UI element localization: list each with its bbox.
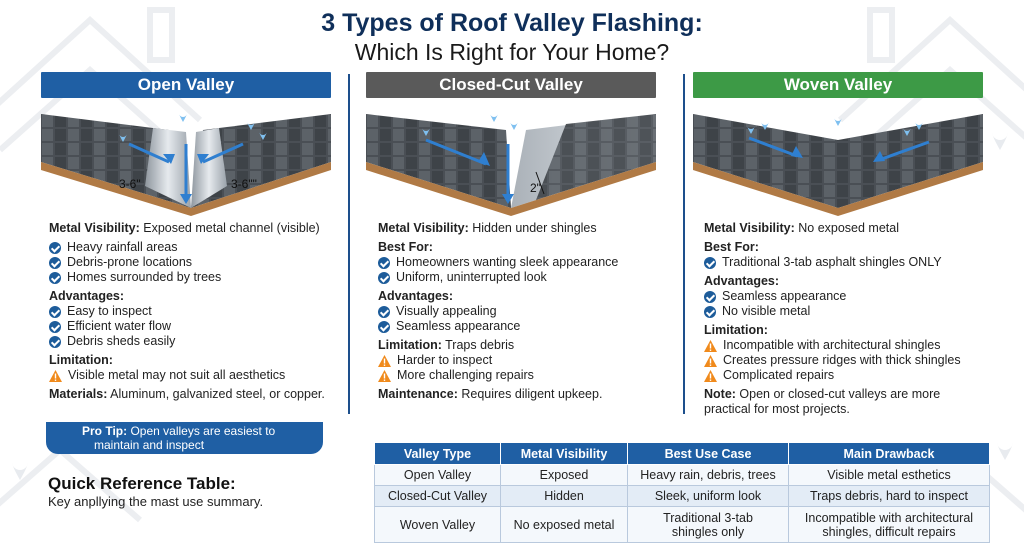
table-cell: Traditional 3-tab shingles only xyxy=(627,506,789,543)
open-valley-dim-left: 3-6" xyxy=(119,177,141,191)
warning-icon xyxy=(378,354,391,367)
list-item: Efficient water flow xyxy=(49,319,331,334)
check-icon xyxy=(378,271,390,284)
list-item: Homes surrounded by trees xyxy=(49,270,331,285)
closed-maintenance: Maintenance: Requires diligent upkeep. xyxy=(378,387,603,401)
table-cell: Exposed xyxy=(500,464,628,486)
woven-note: Note: Open or closed-cut valleys are mor… xyxy=(704,387,941,401)
table-header-cell: Best Use Case xyxy=(627,442,789,465)
list-item: Harder to inspect xyxy=(378,353,656,368)
warning-icon xyxy=(704,369,717,382)
check-icon xyxy=(49,256,61,269)
open-limitation-label: Limitation: xyxy=(49,353,113,367)
list-item: Creates pressure ridges with thick shing… xyxy=(704,353,983,368)
table-row: Closed-Cut Valley Hidden Sleek, uniform … xyxy=(374,485,990,507)
quick-reference-title: Quick Reference Table: xyxy=(48,474,236,493)
woven-valley-column: Woven Valley Metal Visibility: No expose… xyxy=(693,72,983,417)
list-item: Debris sheds easily xyxy=(49,334,331,349)
open-valley-roof-illustration: 3-6" 3-6"" xyxy=(41,113,331,216)
page-title: 3 Types of Roof Valley Flashing: Which I… xyxy=(0,8,1024,66)
closed-metal-visibility: Metal Visibility: Hidden under shingles xyxy=(378,221,597,235)
list-item: More challenging repairs xyxy=(378,368,656,383)
list-item: Uniform, uninterrupted look xyxy=(378,270,656,285)
check-icon xyxy=(49,335,61,348)
check-icon xyxy=(49,320,61,333)
woven-valley-roof-illustration xyxy=(693,114,983,216)
table-row: Woven Valley No exposed metal Traditiona… xyxy=(374,506,990,543)
open-valley-column: Open Valley 3-6" xyxy=(41,72,331,402)
check-icon xyxy=(378,305,390,318)
table-header-cell: Main Drawback xyxy=(788,442,990,465)
list-item: No visible metal xyxy=(704,304,983,319)
table-header-cell: Metal Visibility xyxy=(500,442,628,465)
closed-limitation: Limitation: Traps debris xyxy=(378,338,515,352)
open-materials: Materials: Aluminum, galvanized steel, o… xyxy=(49,387,325,401)
woven-metal-visibility: Metal Visibility: No exposed metal xyxy=(704,221,899,235)
list-item: Debris-prone locations xyxy=(49,255,331,270)
column-divider-right xyxy=(683,74,685,414)
list-item: Heavy rainfall areas xyxy=(49,240,331,255)
closed-best-for-label: Best For: xyxy=(378,240,433,254)
open-valley-dim-right: 3-6"" xyxy=(231,177,257,191)
table-cell: Woven Valley xyxy=(374,506,501,543)
warning-icon xyxy=(704,354,717,367)
check-icon xyxy=(704,256,716,269)
warning-icon xyxy=(378,369,391,382)
list-item: Incompatible with architectural shingles xyxy=(704,338,983,353)
woven-note-line-2: practical for most projects. xyxy=(704,402,850,416)
table-cell: Visible metal esthetics xyxy=(788,464,990,486)
list-item: Complicated repairs xyxy=(704,368,983,383)
table-cell: Heavy rain, debris, trees xyxy=(627,464,789,486)
table-cell: Traps debris, hard to inspect xyxy=(788,485,990,507)
warning-icon xyxy=(704,339,717,352)
closed-cut-valley-roof-illustration: 2" xyxy=(366,113,656,216)
open-metal-visibility: Metal Visibility: Exposed metal channel … xyxy=(49,221,320,235)
check-icon xyxy=(49,241,61,254)
list-item: Traditional 3-tab asphalt shingles ONLY xyxy=(704,255,983,270)
table-header-cell: Valley Type xyxy=(374,442,501,465)
list-item: Visually appealing xyxy=(378,304,656,319)
check-icon xyxy=(49,271,61,284)
woven-valley-header: Woven Valley xyxy=(693,72,983,98)
table-cell: Open Valley xyxy=(374,464,501,486)
closed-advantages-label: Advantages: xyxy=(378,289,454,303)
check-icon xyxy=(704,290,716,303)
table-row: Open Valley Exposed Heavy rain, debris, … xyxy=(374,464,990,486)
check-icon xyxy=(704,305,716,318)
table-cell: No exposed metal xyxy=(500,506,628,543)
list-item: Easy to inspect xyxy=(49,304,331,319)
open-valley-header: Open Valley xyxy=(41,72,331,98)
pro-tip-callout: Pro Tip: Open valleys are easiest to mai… xyxy=(46,422,323,454)
table-cell: Sleek, uniform look xyxy=(627,485,789,507)
title-line-1: 3 Types of Roof Valley Flashing: xyxy=(321,9,703,37)
list-item: Seamless appearance xyxy=(378,319,656,334)
woven-advantages-label: Advantages: xyxy=(704,274,780,288)
list-item: Visible metal may not suit all aesthetic… xyxy=(49,368,331,383)
table-cell: Incompatible with architectural shingles… xyxy=(788,506,990,543)
woven-best-for-label: Best For: xyxy=(704,240,759,254)
woven-limitation-label: Limitation: xyxy=(704,323,768,337)
quick-reference-subtitle: Key anpllying the mast use summary. xyxy=(48,494,264,509)
warning-icon xyxy=(49,369,62,382)
table-cell: Closed-Cut Valley xyxy=(374,485,501,507)
check-icon xyxy=(378,256,390,269)
closed-cut-dim-label: 2" xyxy=(530,181,541,195)
column-divider-left xyxy=(348,74,350,414)
check-icon xyxy=(49,305,61,318)
open-advantages-label: Advantages: xyxy=(49,289,125,303)
closed-cut-valley-header: Closed-Cut Valley xyxy=(366,72,656,98)
title-line-2: Which Is Right for Your Home? xyxy=(354,39,670,65)
list-item: Homeowners wanting sleek appearance xyxy=(378,255,656,270)
list-item: Seamless appearance xyxy=(704,289,983,304)
table-header-row: Valley Type Metal Visibility Best Use Ca… xyxy=(374,442,990,465)
quick-reference-table: Valley Type Metal Visibility Best Use Ca… xyxy=(374,442,990,543)
closed-cut-valley-column: Closed-Cut Valley 2" xyxy=(366,72,656,402)
check-icon xyxy=(378,320,390,333)
table-cell: Hidden xyxy=(500,485,628,507)
